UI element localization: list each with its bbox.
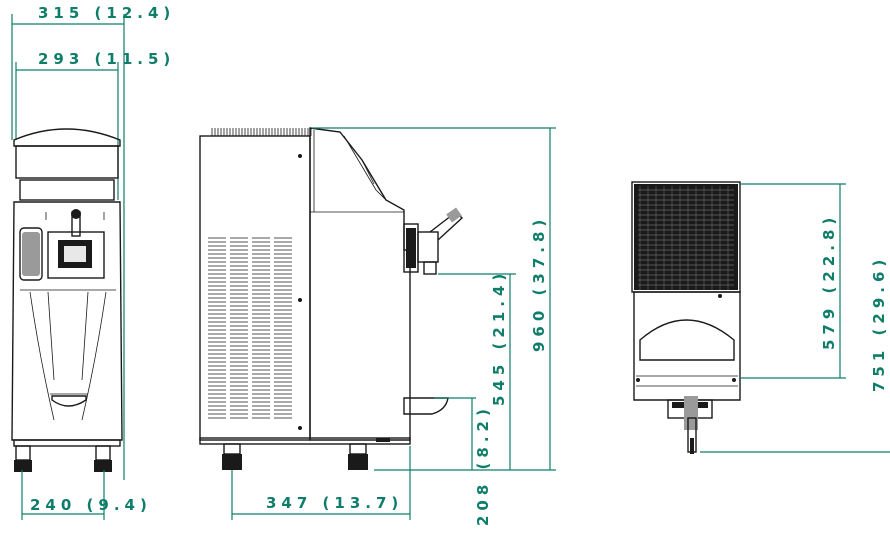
dim-side-tray-height: 208 (8.2) [474,404,492,526]
front-view [11,14,125,520]
dim-top-depth-partial: 579 (22.8) [820,213,838,350]
dim-front-overall-width: 315 (12.4) [38,4,175,22]
top-view [631,181,890,454]
dim-front-foot-spacing: 240 (9.4) [30,496,152,514]
side-vent-grid [208,237,292,419]
side-view [199,127,556,520]
dim-side-total-height: 960 (37.8) [530,215,548,352]
top-vent-fins [211,128,312,136]
dim-side-depth: 347 (13.7) [266,494,403,512]
dim-side-spout-height: 545 (21.4) [490,269,508,406]
dim-top-depth-total: 751 (29.6) [870,255,888,392]
top-grille [638,186,734,290]
dim-front-body-width: 293 (11.5) [38,50,175,68]
